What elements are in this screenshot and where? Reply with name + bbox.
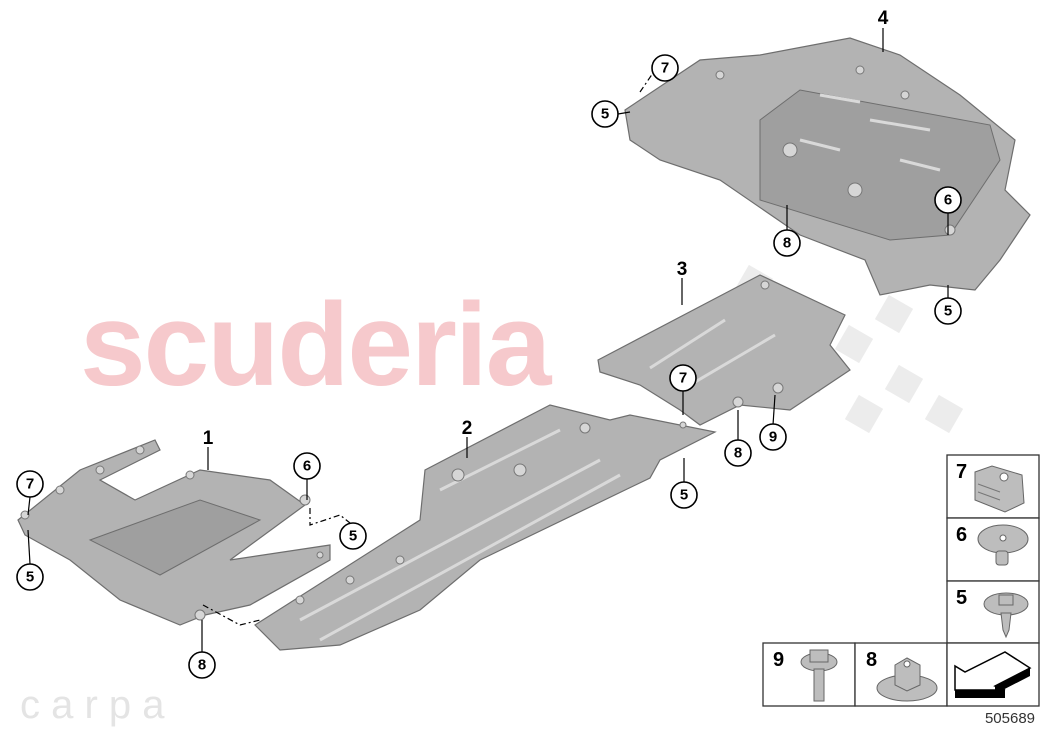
- leader-lines: [27, 28, 949, 653]
- legend-item-6: 6: [946, 517, 1040, 582]
- svg-text:8: 8: [866, 649, 877, 671]
- legend-item-9: 9: [762, 642, 856, 707]
- fastener-legend: 7 6 5 9: [762, 454, 1040, 727]
- svg-text:6: 6: [303, 458, 311, 475]
- svg-text:7: 7: [679, 370, 687, 387]
- callout-part-4: 4: [878, 8, 889, 29]
- watermark-brand: scuderia: [80, 279, 553, 411]
- callout-part-2: 2: [462, 418, 473, 439]
- svg-text:6: 6: [944, 192, 952, 209]
- callout-8-mid: 8: [724, 439, 752, 467]
- svg-text:5: 5: [680, 487, 688, 504]
- callout-part-3: 3: [677, 259, 688, 280]
- svg-text:8: 8: [198, 657, 206, 674]
- legend-item-8: 8: [854, 642, 948, 707]
- tapping-screw-icon: [983, 592, 1029, 639]
- underbody-panel-1: [17, 439, 331, 626]
- svg-text:7: 7: [956, 461, 967, 483]
- callout-9-mid: 9: [759, 423, 787, 451]
- underbody-panel-4: [624, 37, 1031, 296]
- underbody-panel-3: [597, 274, 851, 426]
- svg-text:5: 5: [601, 106, 609, 123]
- arrow-icon: [954, 651, 1032, 698]
- legend-item-5: 5: [946, 580, 1040, 644]
- diagram-reference-number: 505689: [985, 710, 1035, 727]
- svg-text:8: 8: [783, 235, 791, 252]
- legend-item-7: 7: [946, 454, 1040, 519]
- callout-8-left: 8: [188, 651, 216, 679]
- clip-nut-icon: [974, 465, 1025, 513]
- callout-5-left-b: 5: [16, 563, 44, 591]
- callout-5-top: 5: [591, 100, 619, 128]
- svg-text:7: 7: [661, 60, 669, 77]
- callout-5-top-right: 5: [934, 297, 962, 325]
- watermark-tagline: c a r p a: [20, 683, 165, 727]
- callout-5-center: 5: [670, 481, 698, 509]
- callout-7-mid: 7: [669, 364, 697, 392]
- callout-7-top: 7: [651, 54, 679, 82]
- callout-7-left: 7: [16, 470, 44, 498]
- callout-part-1: 1: [203, 428, 214, 449]
- svg-text:6: 6: [956, 524, 967, 546]
- svg-text:5: 5: [956, 587, 967, 609]
- svg-text:8: 8: [734, 445, 742, 462]
- callout-5-left-a: 5: [339, 522, 367, 550]
- flange-nut-icon: [876, 657, 938, 702]
- svg-text:7: 7: [26, 476, 34, 493]
- svg-text:5: 5: [349, 528, 357, 545]
- svg-text:5: 5: [944, 303, 952, 320]
- svg-text:9: 9: [773, 649, 784, 671]
- callout-6-top: 6: [934, 186, 962, 214]
- hex-bolt-icon: [800, 649, 838, 702]
- callouts: 4 7 5 6 8 5 3 7 8 9 2 5 1 6 5 7 5 8: [16, 8, 962, 679]
- expanding-rivet-icon: [977, 524, 1029, 566]
- callout-8-top: 8: [773, 229, 801, 257]
- direction-arrow-box: [946, 642, 1040, 707]
- svg-text:5: 5: [26, 569, 34, 586]
- callout-6-left: 6: [293, 452, 321, 480]
- svg-text:9: 9: [769, 429, 777, 446]
- underbody-panel-2: [254, 404, 717, 651]
